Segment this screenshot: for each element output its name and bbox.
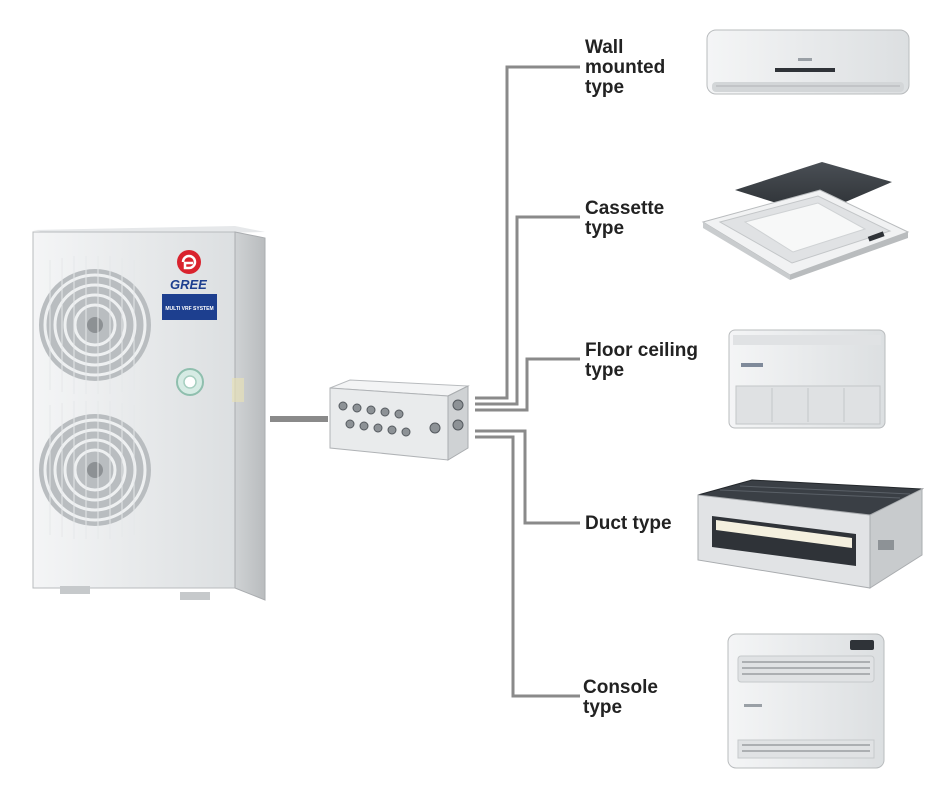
console-logo-icon — [744, 704, 762, 707]
outdoor-brand-text: GREE — [170, 277, 207, 292]
line-to-duct — [475, 429, 580, 525]
label-line: Floor ceiling — [585, 340, 698, 361]
label-wall-mounted: Wall mounted type — [585, 38, 665, 98]
label-line: mounted — [585, 57, 666, 78]
system-badge — [162, 294, 217, 320]
line-to-cassette — [475, 215, 580, 406]
floor-ceiling-logo-icon — [741, 363, 763, 367]
indoor-unit-console — [727, 633, 885, 769]
label-duct: Duct type — [585, 514, 672, 534]
outdoor-unit: GREE MULTI VRF SYSTEM — [32, 226, 266, 601]
line-to-floor-ceiling — [475, 357, 580, 412]
label-line: Wall — [585, 37, 624, 58]
indoor-unit-floor-ceiling — [728, 329, 886, 429]
label-line: Console — [583, 677, 658, 698]
indoor-unit-wall-mounted — [706, 29, 910, 95]
label-line: type — [585, 360, 625, 381]
label-console: Console type — [583, 678, 658, 718]
pipe-connectors-icon — [338, 399, 464, 437]
label-line: Duct type — [585, 513, 672, 534]
label-line: Cassette — [585, 198, 665, 219]
label-line: type — [585, 77, 625, 98]
label-cassette: Cassette type — [585, 199, 664, 239]
connection-lines — [270, 65, 580, 698]
indoor-unit-duct — [697, 479, 924, 589]
gree-logo-icon — [177, 250, 201, 274]
label-line: type — [585, 218, 625, 239]
label-floor-ceiling: Floor ceiling type — [585, 341, 698, 381]
line-to-console — [475, 435, 580, 698]
wall-unit-logo-icon — [798, 58, 812, 61]
label-line: type — [583, 697, 623, 718]
fan-grille-top — [39, 269, 151, 381]
branch-box — [329, 379, 470, 461]
fan-grille-bottom — [39, 414, 151, 526]
system-badge-text: MULTI VRF SYSTEM — [165, 306, 213, 312]
indoor-unit-cassette — [701, 162, 910, 280]
line-to-wall — [475, 65, 580, 400]
